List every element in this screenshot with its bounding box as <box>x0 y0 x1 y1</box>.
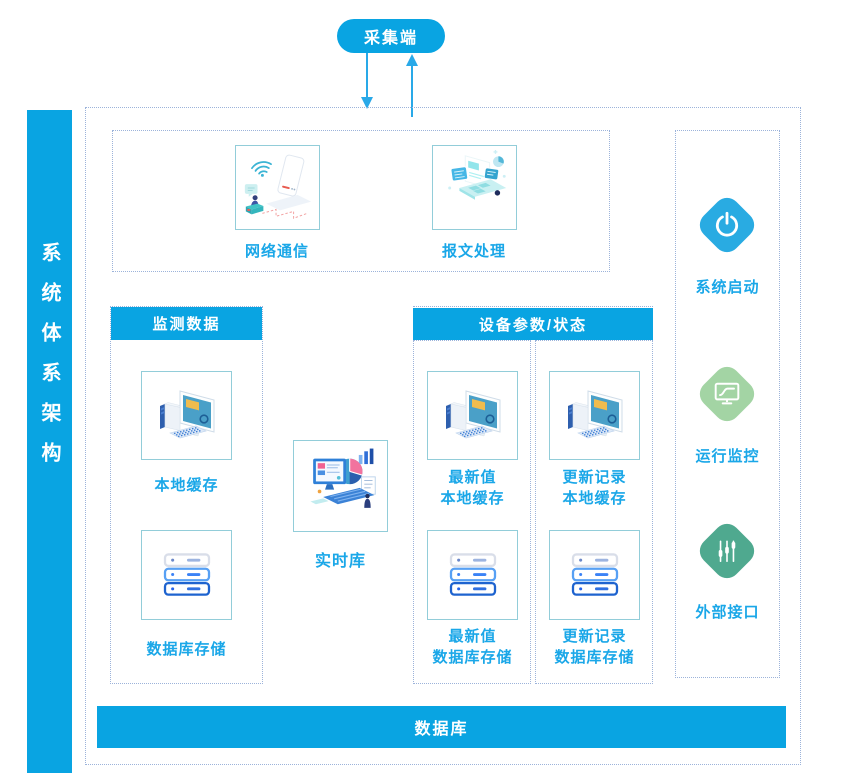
realtime-db-label: 实时库 <box>314 553 366 570</box>
message-processing-illustration <box>447 149 506 200</box>
db-storage-label: 数据库存储 <box>146 641 227 658</box>
run-monitor-label: 运行监控 <box>695 448 760 465</box>
message-processing-label: 报文处理 <box>441 243 506 260</box>
device-update-frame <box>535 340 653 684</box>
realtime-database-illustration <box>309 448 376 508</box>
system-start-label: 系统启动 <box>695 279 760 296</box>
outer-frame <box>85 107 801 765</box>
device-header: 设备参数/状态 <box>413 308 653 340</box>
sliders-icon <box>713 537 741 565</box>
network-communication-label: 网络通信 <box>244 243 309 260</box>
page-title: 系统体系架构 <box>38 242 60 482</box>
device-section-topline <box>413 306 653 307</box>
monitor-chart-icon <box>713 380 741 408</box>
update-cache-label: 更新记录 本地缓存 <box>562 469 627 507</box>
update-cache-card <box>549 371 640 460</box>
external-interface-label: 外部接口 <box>695 604 760 621</box>
update-db-card <box>549 530 640 620</box>
server-stack-icon <box>568 553 622 597</box>
computer-icon <box>441 384 505 448</box>
message-processing-card <box>432 145 517 230</box>
latest-cache-label: 最新值 本地缓存 <box>440 469 505 507</box>
computer-icon <box>563 384 627 448</box>
device-latest-frame <box>413 340 531 684</box>
collector-node: 采集端 <box>337 19 445 53</box>
latest-cache-card <box>427 371 518 460</box>
communication-section-frame <box>112 130 610 272</box>
server-stack-icon <box>160 553 214 597</box>
db-storage-card <box>141 530 232 620</box>
monitoring-header: 监测数据 <box>111 307 262 340</box>
monitoring-header-label: 监测数据 <box>152 316 221 333</box>
database-label: 数据库 <box>414 721 469 738</box>
system-start-node <box>694 192 760 258</box>
collector-label: 采集端 <box>363 30 418 47</box>
power-icon <box>713 211 741 239</box>
up-down-flow-arrows <box>361 53 418 117</box>
sidebar-title-bar: 系统体系架构 <box>27 110 72 773</box>
database-bar: 数据库 <box>97 706 786 748</box>
update-db-label: 更新记录 数据库存储 <box>554 628 635 666</box>
external-interface-node <box>694 518 760 584</box>
realtime-db-card <box>293 440 388 532</box>
run-monitor-node <box>694 361 760 427</box>
local-cache-card <box>141 371 232 460</box>
latest-db-card <box>427 530 518 620</box>
server-stack-icon <box>446 553 500 597</box>
local-cache-label: 本地缓存 <box>154 477 219 494</box>
network-communication-card <box>235 145 320 230</box>
network-communication-illustration <box>244 154 311 219</box>
device-header-label: 设备参数/状态 <box>478 316 588 334</box>
latest-db-label: 最新值 数据库存储 <box>432 628 513 666</box>
monitoring-section-frame <box>110 306 263 684</box>
services-section-frame <box>675 130 780 678</box>
computer-icon <box>155 384 219 448</box>
